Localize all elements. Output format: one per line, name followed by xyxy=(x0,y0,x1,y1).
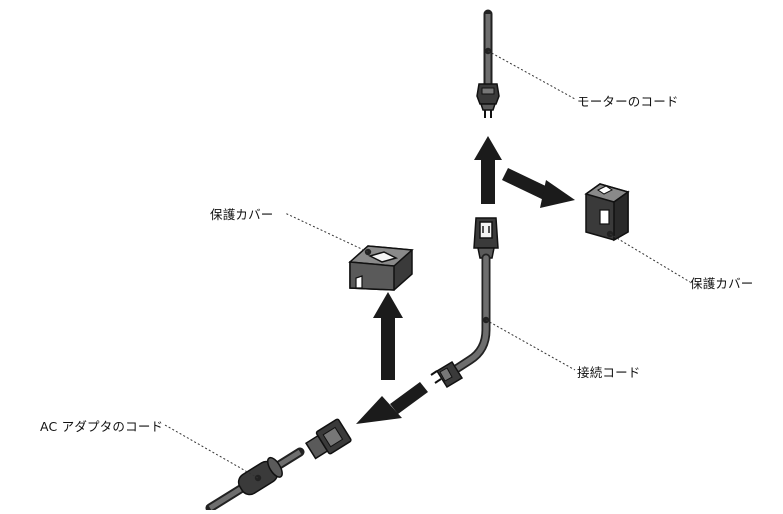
motor-cord xyxy=(476,9,500,118)
label-protective-cover-right: 保護カバー xyxy=(690,276,754,291)
arrow-down-left-icon xyxy=(356,382,428,424)
arrow-up-icon xyxy=(474,136,502,204)
connection-cord xyxy=(430,217,499,389)
leader-lines xyxy=(164,50,691,479)
label-protective-cover-left: 保護カバー xyxy=(210,207,274,222)
label-ac-adapter-cord: AC アダプタのコード xyxy=(40,419,164,434)
label-connection-cord: 接続コード xyxy=(577,365,641,380)
protective-cover-right xyxy=(584,183,630,242)
arrow-down-right-icon xyxy=(502,168,575,208)
arrow-up-icon xyxy=(373,292,403,380)
ac-adapter-cord xyxy=(205,418,352,513)
label-motor-cord: モーターのコード xyxy=(577,94,679,109)
protective-cover-left xyxy=(348,245,414,291)
